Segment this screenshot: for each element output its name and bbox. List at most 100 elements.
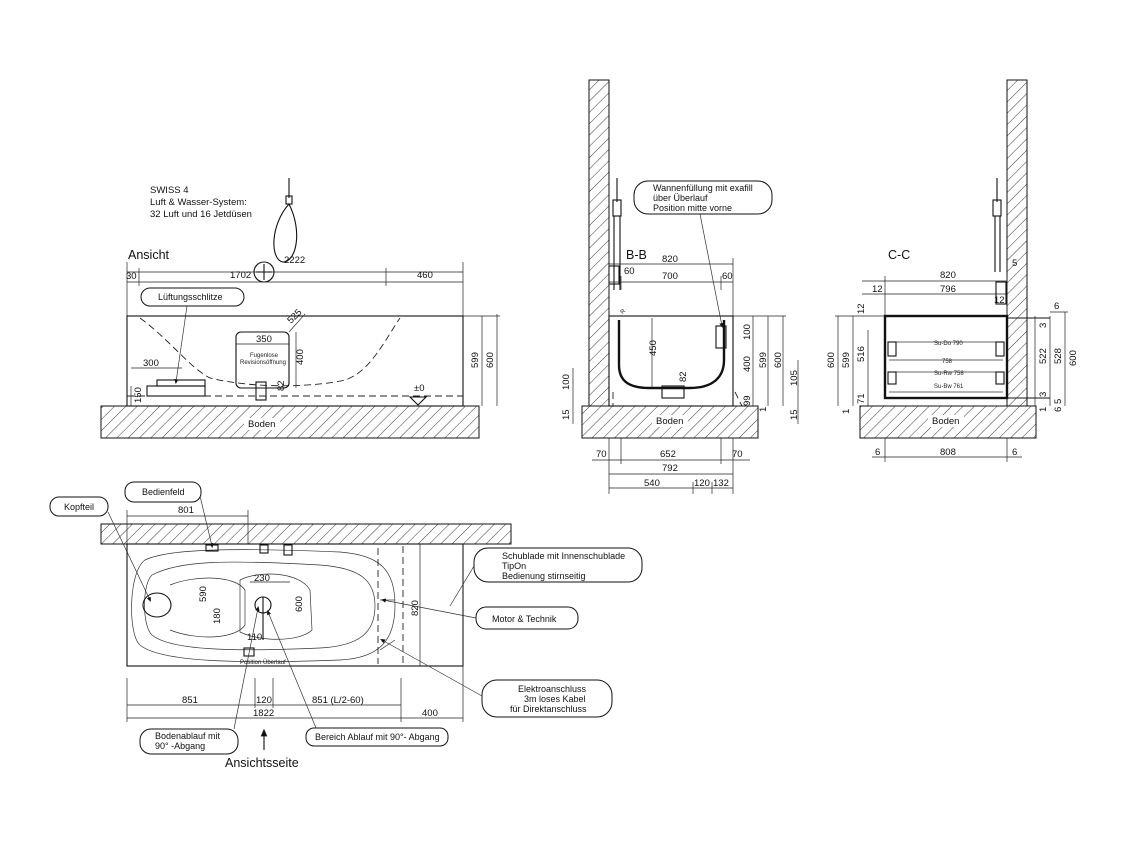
callout-schublade-2: TipOn	[502, 561, 526, 571]
dim-cc-6-top: 6	[1054, 301, 1059, 312]
dim-plan-590: 590	[198, 586, 209, 602]
dim-bb-820: 820	[662, 254, 678, 265]
dim-cc-600-right: 600	[1068, 350, 1079, 366]
dim-bb-100: 100	[561, 374, 572, 390]
drain-bb	[661, 385, 685, 399]
floor-label: Boden	[248, 419, 275, 430]
dim-bb-82: 82	[678, 371, 689, 382]
view-title-ansicht: Ansicht	[128, 248, 170, 262]
shower-fixture-bb-icon	[608, 178, 622, 290]
dim-525: 525	[285, 307, 304, 326]
dim-bb-540: 540	[644, 478, 660, 489]
dim-350: 350	[256, 334, 272, 345]
label-758: 758	[942, 359, 953, 365]
fitting-plan-2	[283, 544, 293, 556]
dim-plan-1822: 1822	[253, 708, 274, 719]
callout-bereich	[305, 727, 449, 747]
section-cc: C-C 820 796 12 12 5 Su-Do 790 758 Su-Rw …	[826, 79, 1079, 462]
dim-bb-r: R	[620, 308, 628, 316]
dim-bb-70-left: 70	[596, 449, 607, 460]
dim-cc-12-vert: 12	[856, 303, 867, 314]
fitting-plan-1	[259, 544, 269, 554]
view-side-label: Ansichtsseite	[225, 756, 299, 770]
callout-bedienfeld-text: Bedienfeld	[142, 487, 185, 497]
level-mark: ±0	[414, 383, 425, 394]
callout-wannenfuellung-3: Position mitte vorne	[653, 203, 732, 213]
dim-cc-3-bottom: 3	[1038, 392, 1049, 397]
wall-plan	[100, 523, 512, 545]
dim-bb-652: 652	[660, 449, 676, 460]
hand-shower-icon	[253, 178, 298, 283]
dim-cc-12-right: 12	[994, 295, 1005, 306]
dim-bb-1: 1	[758, 407, 769, 412]
dim-plan-851-left: 851	[182, 695, 198, 706]
product-line-2: Luft & Wasser-System:	[150, 197, 247, 208]
callout-elektro-3: für Direktanschluss	[510, 704, 587, 714]
plan-view: Kopfteil Bedienfeld 801 230 590 180 600 …	[49, 481, 643, 770]
dim-cc-71: 71	[856, 393, 867, 404]
dim-plan-851-right: 851 (L/2-60)	[312, 695, 364, 706]
dim-600: 600	[485, 352, 496, 368]
callout-lueftungsschlitze	[140, 287, 245, 307]
label-su-bw: Su-Bw 761	[934, 384, 964, 390]
dim-cc-516: 516	[856, 346, 867, 362]
overflow-fill-bb	[715, 325, 727, 349]
dim-460: 460	[417, 270, 433, 281]
dim-cc-820: 820	[940, 270, 956, 281]
dim-400: 400	[295, 349, 306, 365]
overflow-plan	[243, 647, 255, 657]
dim-bb-70-right: 70	[732, 449, 743, 460]
control-panel-plan	[205, 544, 219, 552]
dim-bb-600: 600	[773, 352, 784, 368]
view-title-cc: C-C	[888, 248, 910, 262]
dim-bb-132: 132	[713, 478, 729, 489]
callout-bodenablauf-2: 90° -Abgang	[155, 741, 205, 751]
headrest-icon	[142, 592, 172, 618]
revision-label-2: Revisionsöffnung	[240, 360, 286, 366]
dim-bb-15-right: 15	[789, 409, 800, 420]
dim-bb-700: 700	[662, 271, 678, 282]
dim-bb-60-left: 60	[624, 266, 635, 277]
cabinet-cc	[883, 314, 1009, 400]
callout-bereich-text: Bereich Ablauf mit 90°- Abgang	[315, 732, 440, 742]
callout-wannenfuellung-1: Wannenfüllung mit exafill	[653, 183, 753, 193]
dim-599: 599	[470, 352, 481, 368]
callout-bedienfeld	[124, 481, 202, 503]
dim-plan-820: 820	[410, 600, 421, 616]
callout-kopfteil-text: Kopfteil	[64, 502, 94, 512]
dim-plan-600: 600	[294, 596, 305, 612]
dim-bb-120: 120	[694, 478, 710, 489]
level-triangle-icon	[408, 396, 428, 406]
label-su-do: Su-Do 790	[934, 341, 963, 347]
dim-cc-528: 528	[1053, 348, 1064, 364]
wall-cc	[1006, 79, 1028, 407]
dim-cc-1: 1	[841, 409, 852, 414]
floor-label-bb: Boden	[656, 416, 683, 427]
callout-wannenfuellung	[633, 180, 773, 215]
fitting-right-1	[995, 341, 1005, 357]
dim-cc-522: 522	[1038, 348, 1049, 364]
fitting-right-2	[995, 371, 1005, 385]
dim-bb-599: 599	[758, 352, 769, 368]
dim-cc-600: 600	[826, 352, 837, 368]
dim-cc-5-bottom: 5	[1053, 399, 1064, 404]
dim-bb-60-right: 60	[722, 271, 733, 282]
dim-plan-801: 801	[178, 505, 194, 516]
fitting-left-2	[887, 371, 897, 385]
dim-300: 300	[143, 358, 159, 369]
dim-150: 150	[133, 387, 144, 403]
callout-schublade-3: Bedienung stirnseitig	[502, 571, 586, 581]
dim-cc-796: 796	[940, 284, 956, 295]
dim-bb-100-right: 100	[742, 324, 753, 340]
tub-section-bb	[608, 315, 734, 407]
callout-elektro-2: 3m loses Kabel	[524, 694, 586, 704]
dim-bb-15: 15	[561, 409, 572, 420]
tub-inner-rim	[131, 549, 396, 663]
label-su-rw: Su-Rw 758	[934, 371, 964, 377]
front-view: Ansicht 30 1702 2222 460 Lüftungsschlitz…	[100, 178, 500, 439]
dim-bb-99: 99	[742, 395, 753, 406]
floor-slab	[100, 405, 480, 439]
dim-cc-6-right: 6	[1012, 447, 1017, 458]
dim-cc-5: 5	[1012, 258, 1017, 269]
product-line-3: 32 Luft und 16 Jetdüsen	[150, 209, 252, 220]
